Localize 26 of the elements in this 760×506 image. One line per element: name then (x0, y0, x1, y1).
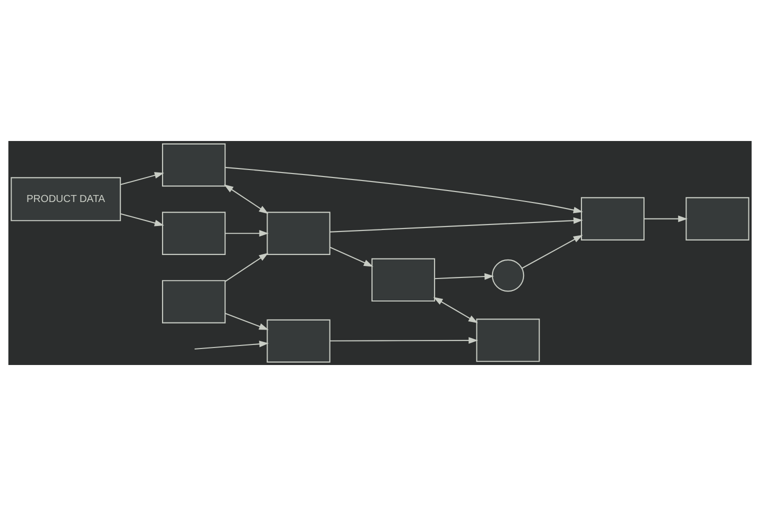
arrow (644, 216, 688, 222)
node-box (266, 319, 330, 363)
node-box (162, 212, 226, 255)
arrow (224, 252, 268, 282)
node-box (686, 197, 750, 240)
node-box (162, 280, 226, 324)
arrow (225, 312, 269, 330)
node-box: PRODUCT DATA (10, 177, 121, 222)
node-box (476, 318, 540, 362)
arrow (433, 297, 478, 324)
node-box (162, 143, 226, 187)
arrow (225, 166, 583, 214)
arrow (330, 337, 478, 344)
node-box (266, 212, 330, 255)
arrow (434, 273, 494, 280)
arrow (120, 213, 164, 226)
arrow (330, 217, 583, 232)
node-circle (492, 259, 524, 292)
arrow (194, 340, 269, 350)
arrow (225, 230, 269, 237)
arrow (120, 172, 164, 186)
arrow (224, 184, 268, 214)
arrow (330, 246, 374, 267)
node-box (371, 258, 436, 302)
arrow (522, 234, 583, 269)
node-box (580, 197, 645, 240)
